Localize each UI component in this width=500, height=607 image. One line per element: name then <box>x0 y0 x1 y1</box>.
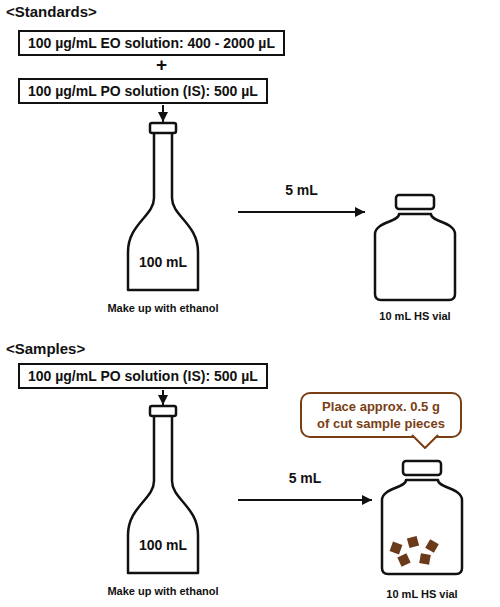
sample-piece <box>425 539 439 553</box>
box-text: 100 µg/mL EO solution: 400 - 2000 µL <box>28 34 275 52</box>
volume-text: 100 mL <box>88 254 238 270</box>
plus-sign: + <box>156 54 167 76</box>
caption-text: 10 mL HS vial <box>365 310 465 322</box>
box-text: 100 µg/mL PO solution (IS): 500 µL <box>28 367 258 385</box>
vial-cap <box>403 461 441 475</box>
flask-outline <box>88 122 238 322</box>
sample-piece <box>419 553 431 565</box>
sample-piece <box>397 553 410 566</box>
caption-text: 10 mL HS vial <box>372 588 472 600</box>
headspace-vial: 10 mL HS vial <box>372 456 472 606</box>
edge-label: 5 mL <box>286 470 325 486</box>
process-box: 100 µg/mL PO solution (IS): 500 µL <box>18 363 268 389</box>
vial-cap <box>396 195 434 209</box>
sample-piece <box>390 542 403 555</box>
box-text: 100 µg/mL PO solution (IS): 500 µL <box>28 82 258 100</box>
flask-outline <box>88 405 238 605</box>
vial-body <box>375 214 455 300</box>
pointer-outline <box>412 435 438 448</box>
vial-body <box>382 480 462 574</box>
flow-arrow <box>162 105 164 122</box>
process-box: 100 µg/mL EO solution: 400 - 2000 µL <box>18 30 285 56</box>
caption-text: Make up with ethanol <box>88 302 238 314</box>
callout-box: Place approx. 0.5 g of cut sample pieces <box>300 392 462 438</box>
flow-arrow <box>162 390 164 405</box>
section-heading: <Standards> <box>6 3 97 20</box>
volumetric-flask: 100 mL Make up with ethanol <box>88 122 238 322</box>
callout-pointer <box>412 435 438 451</box>
callout-text: Place approx. 0.5 g of cut sample pieces <box>316 398 446 432</box>
edge-label: 5 mL <box>282 182 321 198</box>
pointer-fill <box>412 434 438 448</box>
sample-piece <box>407 536 419 548</box>
volume-text: 100 mL <box>88 537 238 553</box>
flow-arrow <box>238 499 372 501</box>
volumetric-flask: 100 mL Make up with ethanol <box>88 405 238 605</box>
caption-text: Make up with ethanol <box>88 585 238 597</box>
headspace-vial: 10 mL HS vial <box>365 190 465 340</box>
flask-stopper <box>150 406 176 416</box>
flow-arrow <box>238 211 365 213</box>
section-heading: <Samples> <box>6 340 85 357</box>
flask-stopper <box>150 123 176 133</box>
vial-outline <box>372 456 472 606</box>
process-box: 100 µg/mL PO solution (IS): 500 µL <box>18 78 268 104</box>
